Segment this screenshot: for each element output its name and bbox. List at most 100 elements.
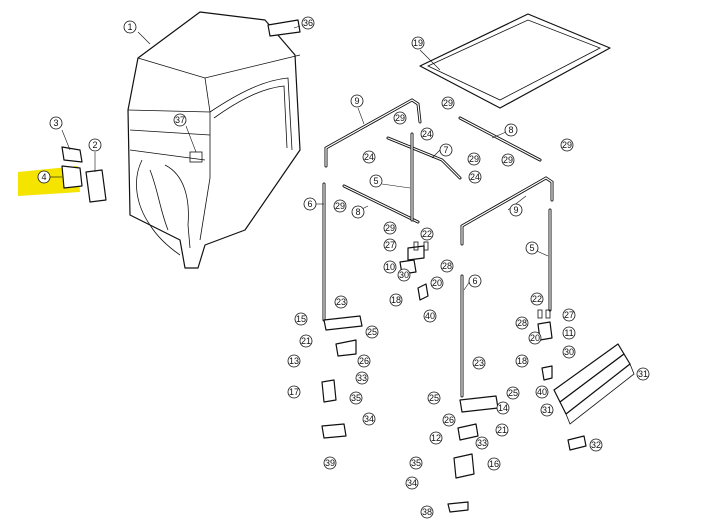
svg-text:32: 32 <box>591 440 601 450</box>
callout-10: 10 <box>383 260 397 274</box>
callout-19: 19 <box>411 36 425 50</box>
svg-text:26: 26 <box>359 356 369 366</box>
svg-text:35: 35 <box>351 393 361 403</box>
svg-text:19: 19 <box>413 38 423 48</box>
svg-text:22: 22 <box>532 294 542 304</box>
svg-text:28: 28 <box>517 318 527 328</box>
svg-text:23: 23 <box>336 297 346 307</box>
svg-text:6: 6 <box>472 276 477 286</box>
svg-text:16: 16 <box>489 459 499 469</box>
svg-text:20: 20 <box>432 278 442 288</box>
svg-text:2: 2 <box>92 140 97 150</box>
svg-text:9: 9 <box>513 205 518 215</box>
svg-text:26: 26 <box>444 415 454 425</box>
svg-text:5: 5 <box>529 243 534 253</box>
callouts: 1 36 37 3 2 4 19 9 29 29 8 24 7 29 24 29… <box>37 16 650 519</box>
svg-text:38: 38 <box>422 507 432 517</box>
svg-text:34: 34 <box>364 414 374 424</box>
svg-text:29: 29 <box>562 140 572 150</box>
callout-17: 17 <box>287 385 301 399</box>
svg-text:1: 1 <box>127 22 132 32</box>
callout-40b: 40 <box>535 385 549 399</box>
callout-29a: 29 <box>441 96 455 110</box>
svg-text:24: 24 <box>364 152 374 162</box>
svg-text:25: 25 <box>367 327 377 337</box>
callout-35a: 35 <box>349 391 363 405</box>
callout-24c: 24 <box>468 170 482 184</box>
callout-20a: 20 <box>430 276 444 290</box>
callout-29d: 29 <box>467 152 481 166</box>
callout-3: 3 <box>49 116 63 130</box>
callout-35b: 35 <box>409 456 423 470</box>
callout-37: 37 <box>173 113 187 127</box>
svg-text:12: 12 <box>431 433 441 443</box>
svg-text:24: 24 <box>470 172 480 182</box>
callout-28a: 28 <box>440 259 454 273</box>
svg-text:6: 6 <box>307 199 312 209</box>
svg-text:15: 15 <box>296 314 306 324</box>
callout-34a: 34 <box>362 412 376 426</box>
callout-6b: 6 <box>468 274 482 288</box>
callout-4: 4 <box>37 170 51 184</box>
callout-27a: 27 <box>383 238 397 252</box>
callout-14: 14 <box>496 401 510 415</box>
callout-29g: 29 <box>383 221 397 235</box>
callout-16: 16 <box>487 457 501 471</box>
callout-22a: 22 <box>420 227 434 241</box>
svg-text:39: 39 <box>325 458 335 468</box>
callout-12: 12 <box>429 431 443 445</box>
svg-text:20: 20 <box>530 333 540 343</box>
callout-6a: 6 <box>303 197 317 211</box>
callout-29e: 29 <box>501 153 515 167</box>
window-pane-3 <box>61 146 83 163</box>
svg-text:29: 29 <box>503 155 513 165</box>
callout-18b: 18 <box>515 354 529 368</box>
callout-15: 15 <box>294 312 308 326</box>
callout-2: 2 <box>88 138 102 152</box>
svg-text:36: 36 <box>303 18 313 28</box>
svg-text:33: 33 <box>477 438 487 448</box>
callout-26a: 26 <box>357 354 371 368</box>
callout-29b: 29 <box>393 111 407 125</box>
callout-1: 1 <box>123 20 137 34</box>
svg-text:29: 29 <box>335 201 345 211</box>
callout-31a: 31 <box>636 367 650 381</box>
svg-text:33: 33 <box>357 373 367 383</box>
callout-32: 32 <box>589 438 603 452</box>
svg-text:9: 9 <box>354 96 359 106</box>
callout-26b: 26 <box>442 413 456 427</box>
svg-text:27: 27 <box>564 310 574 320</box>
callout-9b: 9 <box>509 203 523 217</box>
callout-24a: 24 <box>420 127 434 141</box>
callout-27b: 27 <box>562 308 576 322</box>
callout-21a: 21 <box>299 334 313 348</box>
brackets-and-fasteners <box>321 241 553 513</box>
svg-text:23: 23 <box>474 358 484 368</box>
window-pane-4 <box>61 165 83 189</box>
callout-25a: 25 <box>365 325 379 339</box>
svg-text:8: 8 <box>508 125 513 135</box>
svg-text:27: 27 <box>385 240 395 250</box>
frame-rods <box>322 98 554 398</box>
svg-text:29: 29 <box>395 113 405 123</box>
callout-24b: 24 <box>362 150 376 164</box>
svg-text:7: 7 <box>443 145 448 155</box>
callout-40a: 40 <box>423 309 437 323</box>
callout-25b: 25 <box>427 391 441 405</box>
callout-33a: 33 <box>355 371 369 385</box>
svg-text:28: 28 <box>442 261 452 271</box>
svg-text:30: 30 <box>564 347 574 357</box>
svg-text:29: 29 <box>385 223 395 233</box>
svg-text:10: 10 <box>385 262 395 272</box>
callout-34b: 34 <box>405 476 419 490</box>
svg-text:31: 31 <box>542 405 552 415</box>
callout-28b: 28 <box>515 316 529 330</box>
callout-33b: 33 <box>475 436 489 450</box>
callout-31b: 31 <box>540 403 554 417</box>
trim-strip-36 <box>267 19 301 37</box>
svg-text:25: 25 <box>429 393 439 403</box>
callout-23a: 23 <box>334 295 348 309</box>
callout-22b: 22 <box>530 292 544 306</box>
svg-text:17: 17 <box>289 387 299 397</box>
